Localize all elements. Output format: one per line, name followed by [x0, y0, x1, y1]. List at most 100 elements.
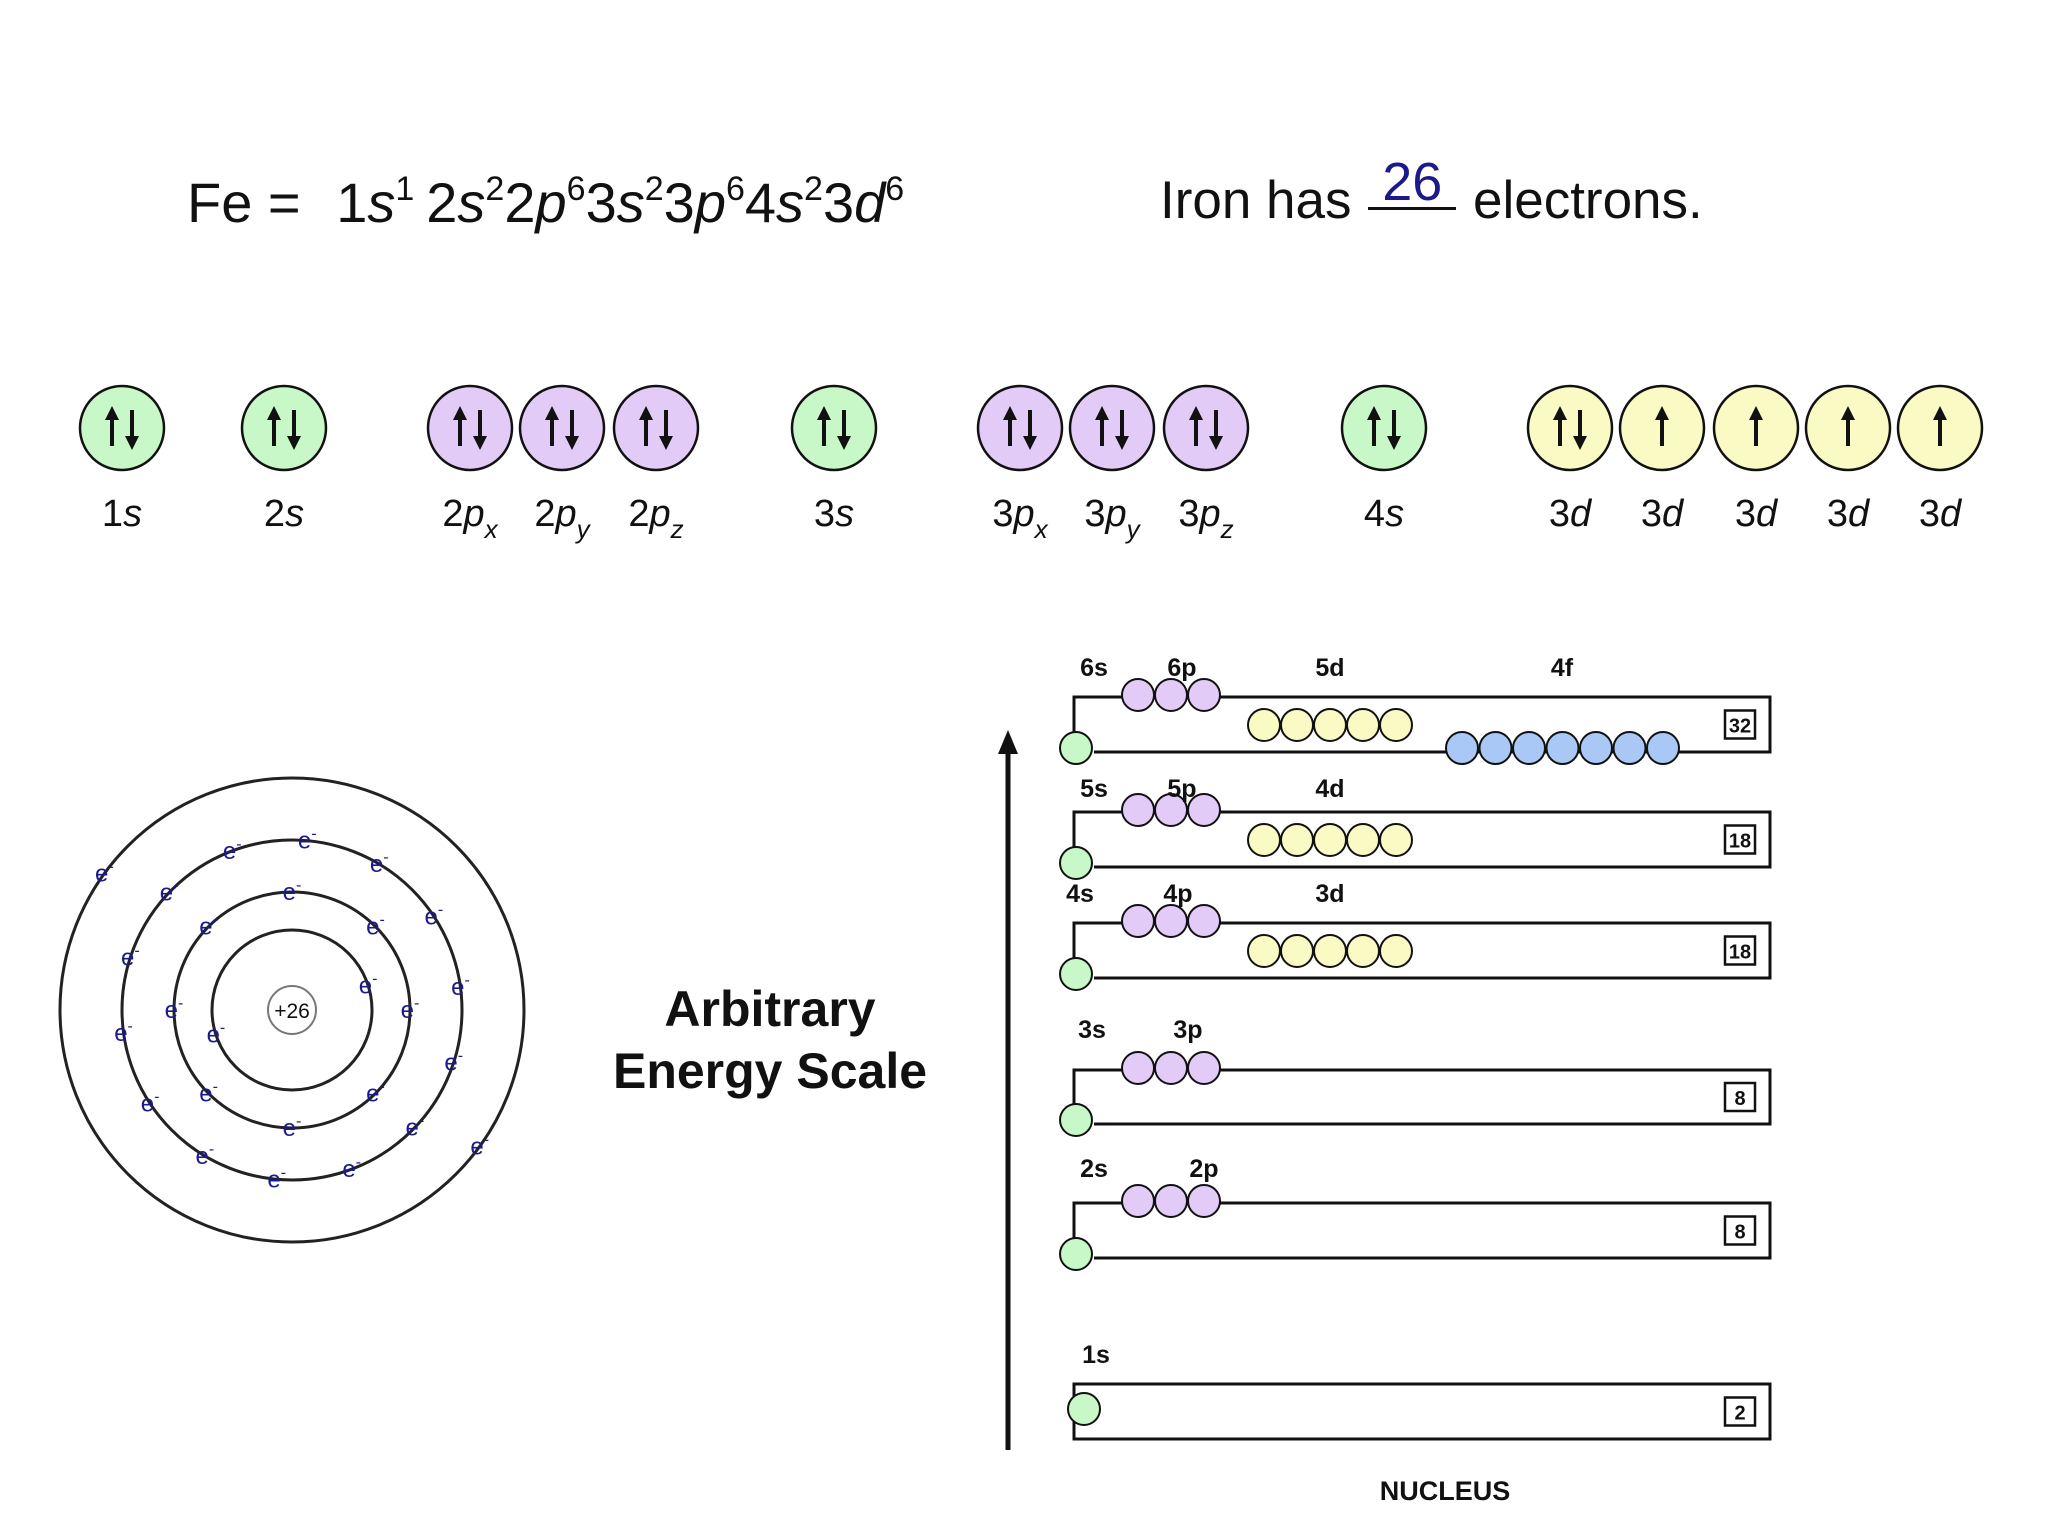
orbital-circle: [612, 384, 700, 472]
p-orbital: [1121, 1184, 1155, 1218]
orbital-circle: [976, 384, 1064, 472]
electron: e-: [141, 1089, 160, 1118]
electron: e-: [283, 1113, 302, 1142]
energy-scale-title-line2: Energy Scale: [612, 1043, 928, 1099]
sublevel-label: 4p: [1163, 880, 1192, 908]
orbital-box: 3px: [976, 384, 1064, 544]
electron: e-: [199, 912, 218, 941]
sublevel-label: 5p: [1167, 775, 1196, 803]
electron: e-: [195, 1141, 214, 1170]
capacity-value: 2: [1734, 1403, 1745, 1425]
orbital-label: 3d: [1827, 493, 1871, 535]
s-orbital: [1059, 846, 1093, 880]
electron-count-prefix: Iron has: [1160, 171, 1352, 230]
orbital-box: 2s: [240, 384, 328, 535]
f-orbital: [1512, 731, 1546, 765]
d-orbital: [1379, 823, 1413, 857]
electron: e-: [165, 995, 184, 1024]
configuration-term: 3d6: [822, 170, 905, 234]
electron: e-: [283, 877, 302, 906]
electron: e-: [223, 836, 242, 865]
f-orbital: [1478, 731, 1513, 765]
electron: e-: [366, 912, 385, 941]
capacity-box: [1723, 1396, 1757, 1427]
orbital-label: 1s: [102, 493, 142, 535]
d-orbital: [1280, 708, 1314, 742]
orbital-box: 2pz: [612, 384, 700, 544]
electron: e-: [366, 1078, 385, 1107]
configuration-term: 3s2: [585, 170, 664, 234]
electron-count-sentence: Iron has 26 electrons.: [1160, 155, 1703, 231]
capacity-value: 18: [1729, 831, 1751, 853]
orbital-circle: [240, 384, 328, 472]
electron-count-suffix: electrons.: [1472, 171, 1703, 230]
sublevel-label: 6p: [1167, 654, 1196, 682]
sublevel-label: 3d: [1315, 880, 1344, 908]
f-orbital: [1545, 731, 1580, 765]
electron-shell: [58, 776, 526, 1244]
electron: e-: [121, 942, 140, 971]
electron-shell: [210, 928, 374, 1092]
orbital-label: 2s: [264, 493, 304, 535]
orbital-box: 2py: [518, 384, 606, 544]
orbital-box: 3py: [1068, 384, 1156, 544]
capacity-box: [1723, 709, 1757, 740]
orbital-label: 3pz: [1178, 493, 1233, 544]
d-orbital: [1346, 934, 1380, 968]
orbital-circle: [1162, 384, 1250, 472]
orbital-box: 3s: [790, 384, 878, 535]
configuration-term: 1s1: [336, 170, 415, 234]
sublevel-label: 3p: [1173, 1016, 1202, 1044]
p-orbital: [1121, 904, 1155, 938]
electron: e-: [370, 849, 389, 878]
d-orbital: [1346, 708, 1380, 742]
orbital-circle: [426, 384, 514, 472]
p-orbital: [1121, 678, 1155, 712]
orbital-box: 3d: [1804, 384, 1892, 535]
nucleus-label: NUCLEUS: [1379, 1476, 1511, 1506]
electron: e-: [470, 1131, 489, 1160]
d-orbital: [1247, 823, 1281, 857]
orbital-circle: [790, 384, 878, 472]
d-orbital: [1313, 708, 1347, 742]
f-orbital: [1445, 731, 1479, 765]
orbital-box: 3d: [1896, 384, 1984, 535]
orbital-circle: [518, 384, 606, 472]
level-box: [1072, 1382, 1772, 1441]
electron: e-: [359, 970, 378, 999]
d-orbital: [1379, 934, 1413, 968]
electron: e-: [199, 1078, 218, 1107]
level-box: [1072, 1068, 1772, 1126]
capacity-value: 18: [1729, 942, 1751, 964]
electron: e-: [267, 1164, 286, 1193]
orbital-box: 3d: [1526, 384, 1614, 535]
electron: e-: [298, 826, 317, 855]
capacity-box: [1723, 935, 1757, 966]
electron-shell: [172, 890, 412, 1130]
electron: e-: [207, 1020, 226, 1049]
orbital-label: 2pz: [628, 493, 683, 544]
d-orbital: [1313, 934, 1347, 968]
s-orbital: [1059, 957, 1093, 991]
d-orbital: [1247, 708, 1281, 742]
capacity-box: [1723, 1081, 1757, 1113]
configuration-term: 2s2: [426, 170, 505, 234]
sublevel-label: 6s: [1080, 654, 1108, 682]
orbital-box: 3d: [1618, 384, 1706, 535]
s-orbital: [1059, 1237, 1093, 1271]
capacity-box: [1723, 1215, 1757, 1246]
orbital-circle: [1340, 384, 1428, 472]
d-orbital: [1280, 823, 1314, 857]
sublevel-label: 4f: [1551, 654, 1574, 682]
electron: e-: [95, 859, 114, 888]
orbital-box: 4s: [1340, 384, 1428, 535]
orbital-box: 3pz: [1162, 384, 1250, 544]
